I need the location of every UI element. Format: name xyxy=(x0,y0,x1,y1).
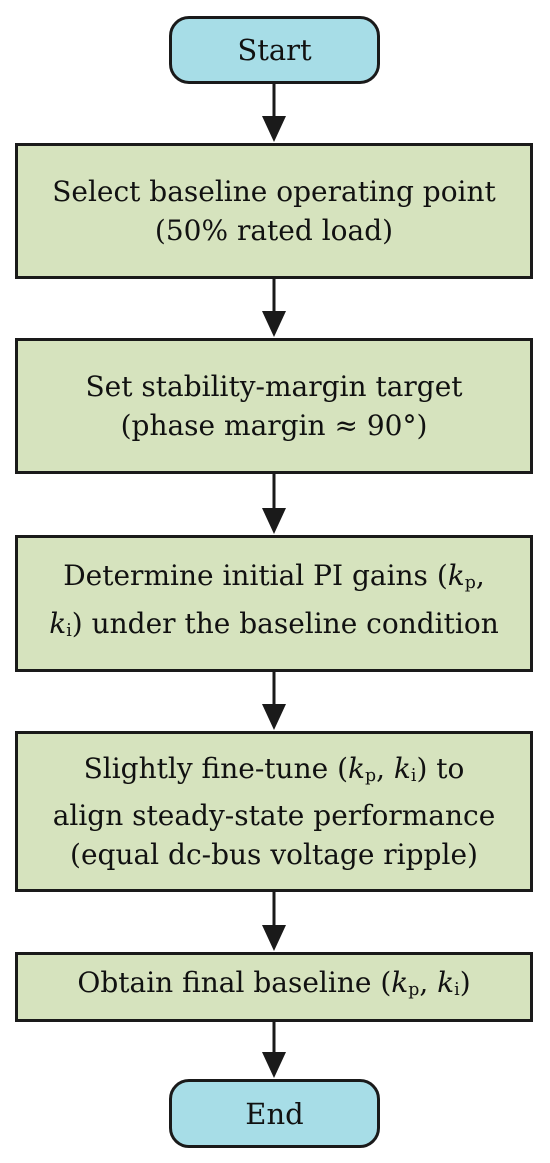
step4-line1: Slightly fine-tune (kp, ki) to xyxy=(53,749,496,796)
step5-text-a: Obtain final baseline ( xyxy=(77,966,392,1000)
step1-line2: (50% rated load) xyxy=(154,214,394,247)
step4-line3: (equal dc-bus voltage ripple) xyxy=(70,838,478,872)
step3-text-b: , xyxy=(475,559,485,593)
step5-line1: Obtain final baseline (kp, ki) xyxy=(77,963,470,1010)
step4-kp-symbol: k xyxy=(348,751,365,785)
step3-line2: ki) under the baseline condition xyxy=(49,604,498,651)
step5-kp-subscript: p xyxy=(408,980,420,1001)
step2-line1: Set stability-margin target xyxy=(85,370,463,403)
step-fine-tune-gains: Slightly fine-tune (kp, ki) to align ste… xyxy=(15,731,533,892)
step5-separator: , xyxy=(419,966,438,1000)
arrowhead-step2-to-step3 xyxy=(262,508,286,534)
step-obtain-final-baseline: Obtain final baseline (kp, ki) xyxy=(15,952,533,1022)
arrowhead-start-to-step1 xyxy=(262,116,286,142)
step3-kp-symbol: k xyxy=(447,559,465,593)
step3-kp-subscript: p xyxy=(464,573,476,594)
step4-text-a: Slightly fine-tune ( xyxy=(83,751,349,785)
step5-ki-subscript: i xyxy=(454,980,460,1001)
end-terminal: End xyxy=(169,1079,380,1148)
step4-ki-symbol: k xyxy=(393,751,411,785)
step5-ki-symbol: k xyxy=(437,966,455,1000)
end-label: End xyxy=(245,1096,304,1131)
step4-line2: align steady-state performance xyxy=(52,799,496,833)
arrowhead-step3-to-step4 xyxy=(262,704,286,730)
step2-line2: (phase margin ≈ 90°) xyxy=(120,409,428,442)
step3-ki-subscript: i xyxy=(66,620,72,641)
step1-line1: Select baseline operating point xyxy=(52,175,496,208)
arrowhead-step4-to-step5 xyxy=(262,925,286,951)
step3-text-c: ) under the baseline condition xyxy=(71,606,499,640)
step3-text-a: Determine initial PI gains ( xyxy=(63,559,448,593)
step3-ki-symbol: k xyxy=(49,606,67,640)
start-label: Start xyxy=(237,33,312,67)
step-determine-initial-gains: Determine initial PI gains (kp, ki) unde… xyxy=(15,535,533,672)
step4-text-b: ) to xyxy=(416,751,465,785)
step4-separator: , xyxy=(376,751,394,785)
arrowhead-step1-to-step2 xyxy=(262,311,286,337)
step5-kp-symbol: k xyxy=(391,966,409,1000)
start-terminal: Start xyxy=(169,16,380,84)
arrowhead-step5-to-end xyxy=(262,1052,286,1078)
step-set-stability-target: Set stability-margin target (phase margi… xyxy=(15,338,533,474)
step5-text-b: ) xyxy=(459,966,471,1000)
step3-line1: Determine initial PI gains (kp, xyxy=(49,556,498,603)
step-select-baseline: Select baseline operating point (50% rat… xyxy=(15,143,533,279)
step4-kp-subscript: p xyxy=(364,766,377,787)
step4-ki-subscript: i xyxy=(410,766,417,787)
